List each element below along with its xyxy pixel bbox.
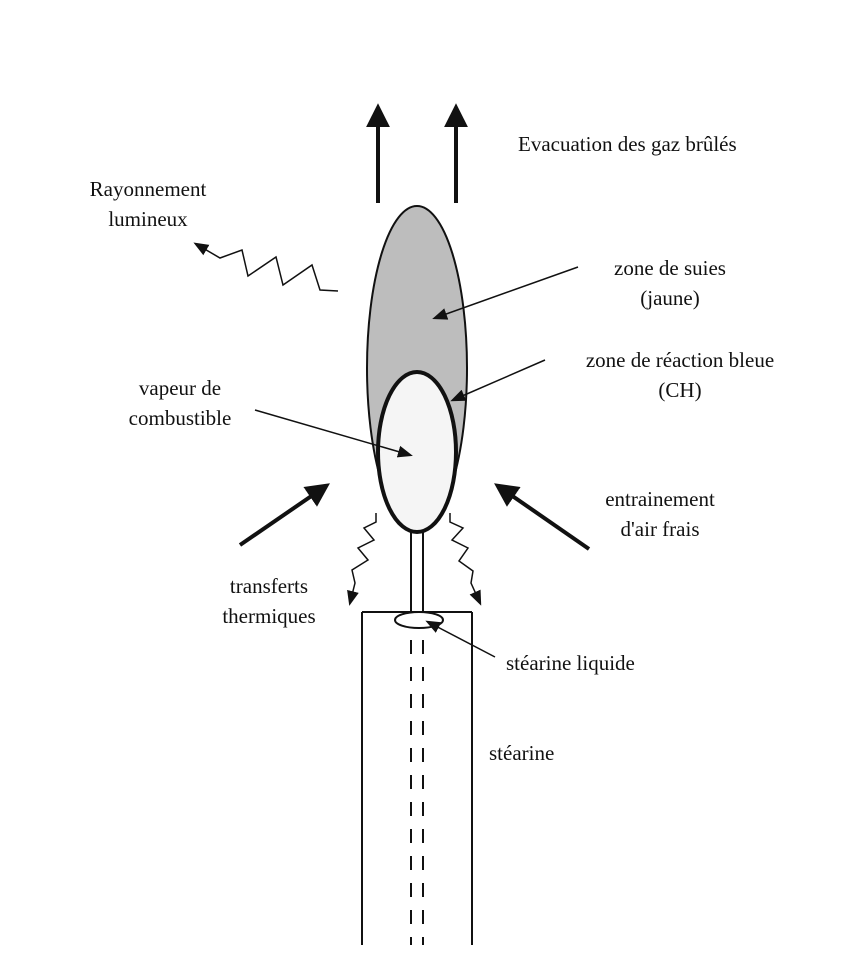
liquid-stearin-pointer [425,620,496,658]
air-entrainment-label-line2: d'air frais [620,517,700,541]
heat-transfer-left-arrow [347,513,377,606]
radiation-label-line2: lumineux [108,207,188,231]
fuel-vapor-label: vapeur de combustible [100,373,260,433]
wick-dashed [410,640,424,945]
air-arrow-left [238,483,330,547]
heat-transfer-label: transferts thermiques [194,571,344,631]
radiation-zigzag-arrow [193,242,339,292]
radiation-label-line1: Rayonnement [89,177,207,201]
fuel-vapor-label-line2: combustible [128,406,232,430]
candle-body [361,611,473,945]
heat-transfer-label-line2: thermiques [222,604,316,628]
air-entrainment-label: entrainement d'air frais [578,484,742,544]
wick [410,520,424,617]
heat-transfer-right-arrow [449,513,482,606]
fuel-vapor-pointer [254,409,413,458]
air-arrow-right [494,483,591,551]
exhaust-label: Evacuation des gaz brûlés [518,132,737,156]
fuel-vapor-zone [376,370,458,534]
exhaust-arrows [366,103,468,203]
soot-zone-pointer [432,266,579,320]
blue-zone-label: zone de réaction bleue (CH) [552,345,808,405]
blue-zone-label-line2: (CH) [658,378,702,402]
blue-zone-pointer [450,359,546,402]
air-entrainment-label-line1: entrainement [605,487,715,511]
stearin-label: stéarine [489,741,555,765]
heat-transfer-label-line1: transferts [229,574,309,598]
blue-zone-label-line1: zone de réaction bleue [585,348,775,372]
liquid-stearin-label: stéarine liquide [506,651,635,675]
radiation-label: Rayonnement lumineux [68,174,228,234]
soot-zone-label-line2: (jaune) [640,286,700,310]
soot-zone-label: zone de suies (jaune) [580,253,760,313]
fuel-vapor-label-line1: vapeur de [138,376,222,400]
soot-zone-label-line1: zone de suies [614,256,726,280]
